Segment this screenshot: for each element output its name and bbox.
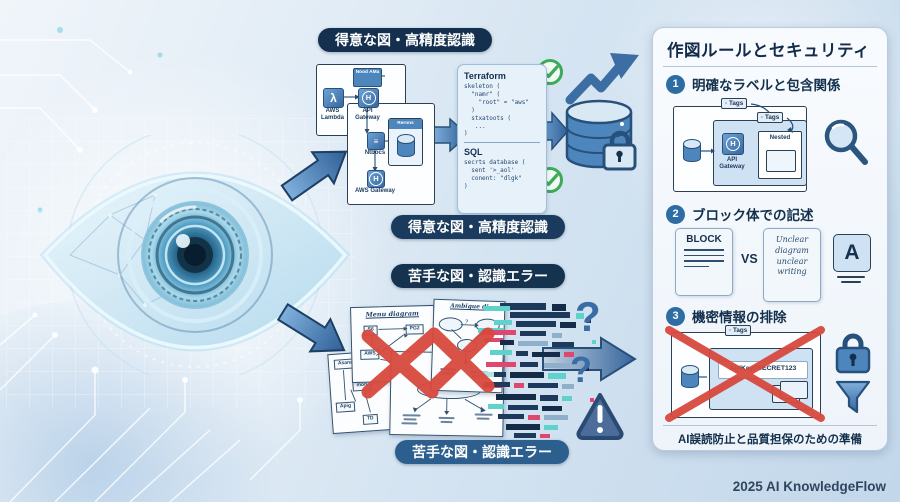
script-word: unclear — [776, 256, 808, 266]
secret-text: APIKey=SECRET123 — [729, 365, 797, 372]
code-output-panel: Terraform skeleton ( "namr" ( "root" = "… — [457, 64, 547, 214]
code-line: sent '>_aol' — [464, 167, 515, 175]
code-line: stxatoots ( — [464, 114, 511, 122]
code-line: ) — [464, 106, 475, 114]
unclear-document: Unclear diagram unclear writing — [763, 228, 821, 302]
text-line — [684, 249, 724, 251]
number-badge: 1 — [666, 74, 685, 94]
label-bad-bottom: 苦手な図・認識エラー — [395, 440, 569, 464]
code-line: ) — [464, 183, 468, 191]
rule-2-illustration: BLOCK VS Unclear diagram unclear writing… — [665, 226, 874, 302]
code-line: ... — [464, 122, 486, 130]
script-word: writing — [777, 267, 807, 277]
vs-label: VS — [741, 252, 758, 266]
number-badge: 2 — [666, 204, 685, 224]
script-word: Unclear — [775, 235, 809, 244]
script-word: diagram — [775, 245, 809, 255]
rule-heading: 機密情報の排除 — [692, 310, 787, 325]
text-line — [684, 254, 724, 257]
prohibited-x-mark — [665, 326, 825, 422]
credit-text: 2025 AI KnowledgeFlow — [732, 479, 886, 494]
question-mark: ? — [570, 349, 592, 390]
rule-3-illustration: ◦ Tags APIKey=SECRET123 — [665, 325, 874, 422]
rule-item-2: 2 ブロック体での記述 — [666, 204, 814, 224]
underline — [841, 281, 861, 283]
sql-title: SQL — [464, 147, 483, 158]
divider — [663, 66, 877, 67]
label-good-bottom: 得意な図・高精度認識 — [391, 215, 565, 239]
rule-heading: 明確なラベルと包含関係 — [692, 78, 841, 93]
code-line: conent: "dlgk" — [464, 175, 522, 183]
number-badge: 3 — [666, 306, 685, 326]
filter-funnel-icon — [835, 380, 871, 414]
lock-icon — [835, 333, 871, 374]
label-bad-top: 苦手な図・認識エラー — [391, 264, 565, 288]
database-icon — [680, 365, 700, 388]
magnifier-icon — [824, 119, 868, 165]
block-label: BLOCK — [686, 234, 722, 245]
panel-title: 作図ルールとセキュリティ — [667, 42, 871, 60]
underline — [837, 276, 865, 279]
warning-icon — [576, 393, 624, 441]
rule-1-illustration: ◦ Tags H API Gateway Nested ◦ Tags — [665, 98, 874, 196]
block-document: BLOCK — [675, 228, 733, 296]
divider — [663, 425, 877, 426]
rule-item-1: 1 明確なラベルと包含関係 — [666, 74, 841, 94]
text-line — [684, 260, 724, 262]
code-line: ) — [464, 130, 468, 138]
tag-chip: ◦ Tags — [721, 98, 748, 109]
code-line: secrts database ( — [464, 159, 526, 167]
divider — [464, 142, 540, 144]
panel-footer: AI誤読防止と品質担保のための準備 — [678, 434, 862, 446]
text-line — [684, 265, 710, 268]
label-good-top: 得意な図・高精度認識 — [318, 28, 492, 52]
tag-chip: ◦ Tags — [725, 325, 752, 336]
code-line: skeleton ( — [464, 83, 501, 90]
rules-panel: 作図ルールとセキュリティ 1 明確なラベルと包含関係 ◦ Tags H API … — [652, 27, 888, 451]
code-line: "root" = "aws" — [464, 98, 530, 106]
letter-a-icon: A — [833, 234, 871, 272]
rule-item-3: 3 機密情報の排除 — [666, 306, 787, 326]
rule-heading: ブロック体での記述 — [692, 208, 814, 223]
arrow-glitch-output — [542, 336, 637, 382]
tag-chip: ◦ Tags — [757, 112, 784, 123]
code-line: "namr" ( — [464, 90, 501, 98]
question-mark: ? — [575, 293, 601, 340]
terraform-title: Terraform — [464, 71, 506, 81]
